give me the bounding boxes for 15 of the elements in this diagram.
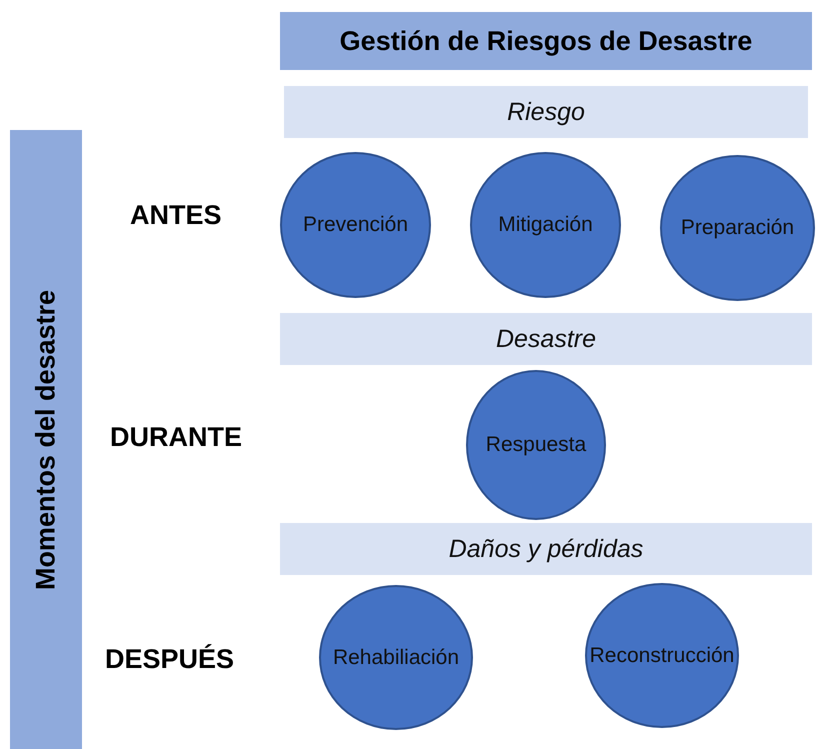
phase-band: Desastre <box>280 313 812 365</box>
stage-label: Prevención <box>302 213 408 237</box>
phase-band: Riesgo <box>284 86 808 138</box>
stage-label: Respuesta <box>486 433 586 457</box>
stage-label: Reconstrucción <box>590 644 734 668</box>
stage-label: Mitigación <box>498 213 593 237</box>
side-band <box>10 130 82 749</box>
title-bar: Gestión de Riesgos de Desastre <box>280 12 812 70</box>
stage-label: Rehabiliación <box>332 646 460 670</box>
phase-label: ANTES <box>130 200 222 231</box>
phase-label: DURANTE <box>110 422 242 453</box>
stage-label: Preparación <box>680 216 794 240</box>
band-label: Momentos del desastre <box>30 289 62 590</box>
phase-label: DESPUÉS <box>105 644 234 675</box>
phase-band: Daños y pérdidas <box>280 523 812 575</box>
